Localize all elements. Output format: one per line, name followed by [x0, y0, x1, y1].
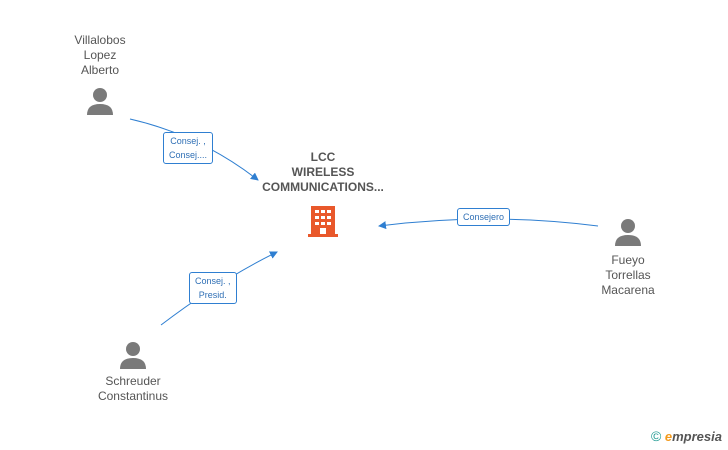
person-name-villalobos[interactable]: Villalobos Lopez Alberto: [74, 33, 126, 77]
person-node-schreuder[interactable]: Schreuder Constantinus: [63, 340, 203, 404]
company-name[interactable]: LCC WIRELESS COMMUNICATIONS...: [262, 150, 384, 194]
brand-wordmark: mpresia: [672, 429, 722, 444]
company-node[interactable]: LCC WIRELESS COMMUNICATIONS...: [238, 150, 408, 238]
building-icon: [308, 206, 338, 237]
person-name-fueyo[interactable]: Fueyo Torrellas Macarena: [601, 253, 655, 297]
person-node-fueyo[interactable]: Fueyo Torrellas Macarena: [558, 217, 698, 298]
copyright-symbol: ©: [650, 428, 662, 444]
relation-badge-villalobos[interactable]: Consej. , Consej....: [163, 132, 214, 164]
person-icon: [615, 219, 641, 246]
person-icon: [87, 88, 113, 115]
relation-badge-schreuder[interactable]: Consej. , Presid.: [189, 272, 237, 304]
relation-badge-fueyo[interactable]: Consejero: [457, 208, 511, 226]
person-icon: [120, 342, 146, 369]
person-name-schreuder[interactable]: Schreuder Constantinus: [97, 374, 169, 403]
empresia-logo: © empresia: [651, 428, 722, 444]
person-node-villalobos[interactable]: Villalobos Lopez Alberto: [30, 33, 170, 116]
brand-e-letter: e: [664, 429, 673, 444]
